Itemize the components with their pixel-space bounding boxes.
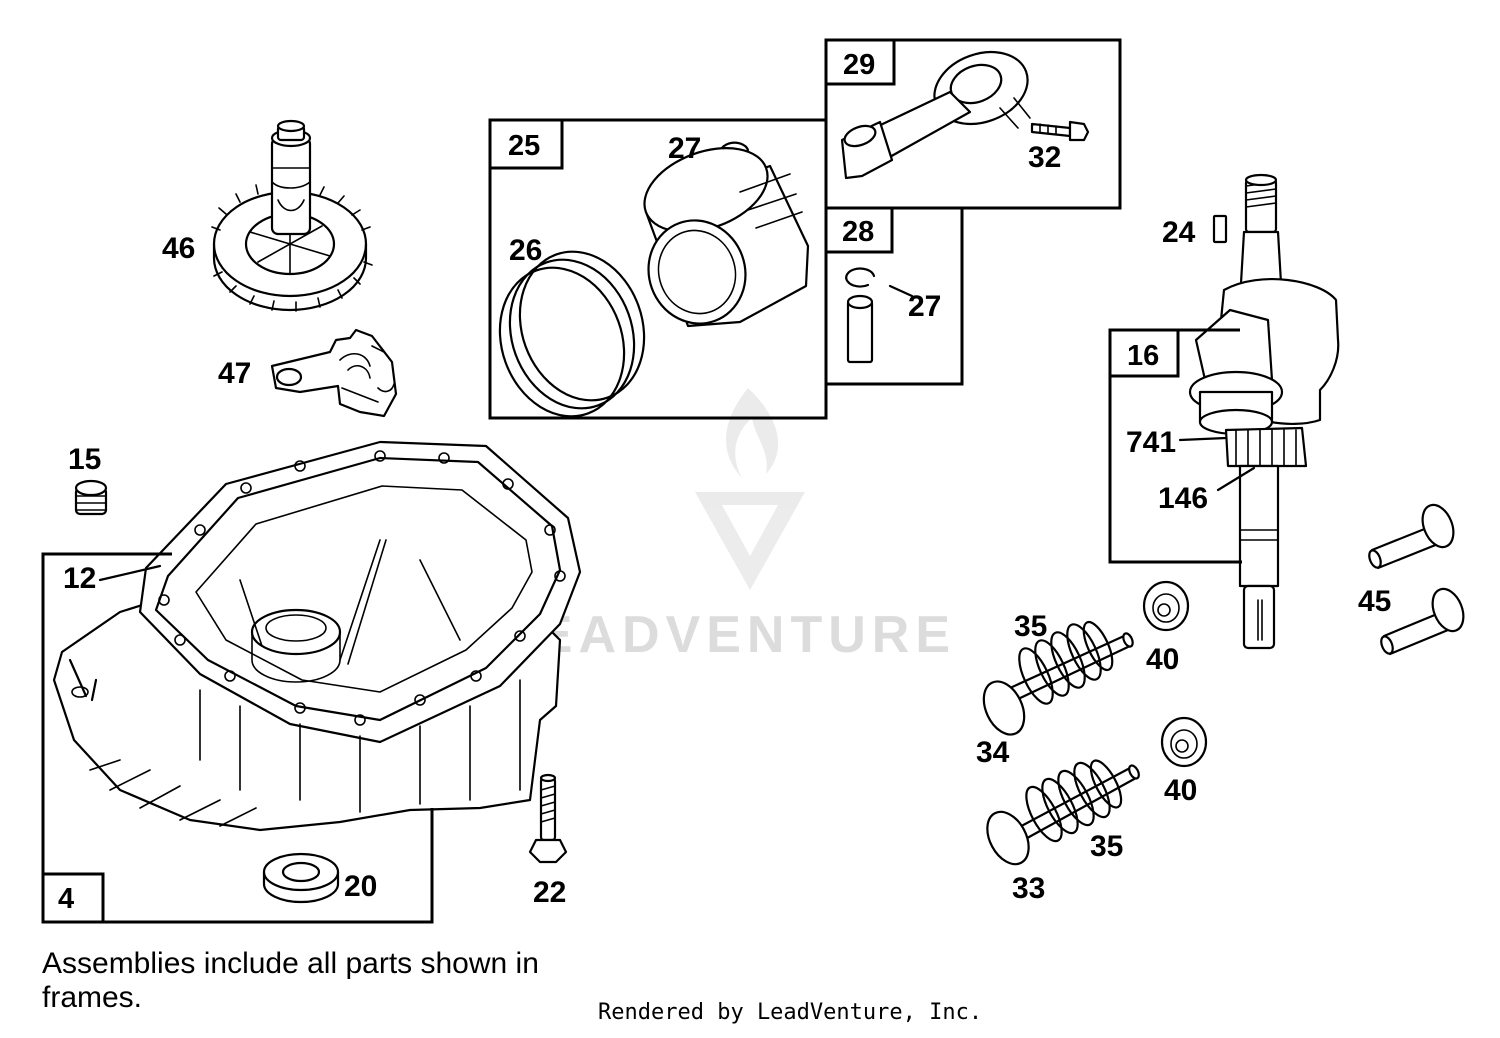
frame-4: 4: [41, 552, 434, 924]
label-part-27-piston: 27: [668, 132, 701, 165]
crankshaft-part: [1188, 173, 1340, 650]
valve-tappet-part-lower: [1380, 587, 1465, 656]
label-part-741: 741: [1126, 426, 1176, 459]
release-bracket-part: [270, 328, 398, 418]
label-part-46: 46: [162, 232, 195, 265]
rod-screw-part: [1030, 120, 1090, 142]
frame-25: 25: [488, 118, 828, 420]
cam-gear-part: [211, 119, 373, 312]
label-part-24: 24: [1162, 216, 1196, 249]
label-part-15: 15: [68, 443, 101, 476]
label-part-32: 32: [1028, 141, 1061, 174]
valve-retainer-part-upper: [1142, 580, 1190, 632]
label-part-146: 146: [1158, 482, 1208, 515]
label-part-20: 20: [344, 870, 377, 903]
frame-29: 29: [824, 38, 1122, 210]
label-part-47: 47: [218, 357, 251, 390]
connecting-rod-part: [840, 50, 1031, 180]
frame-16-number: 16: [1127, 340, 1159, 372]
label-part-35-lower: 35: [1090, 830, 1123, 863]
frame-28: 28: [824, 206, 964, 386]
valve-tappet-part-upper: [1368, 503, 1455, 570]
label-part-33: 33: [1012, 872, 1045, 905]
frame-28-number: 28: [842, 216, 874, 248]
label-part-12: 12: [63, 562, 96, 595]
frame-25-number: 25: [508, 130, 540, 162]
label-part-26: 26: [509, 234, 542, 267]
watermark-text: LEADVENTURE: [500, 606, 956, 664]
watermark-logo: [695, 388, 805, 590]
valve-spring-assembly-upper: [982, 620, 1134, 736]
piston-rings-part: [498, 250, 646, 418]
frame-16: 16: [1108, 328, 1242, 564]
label-part-27-pin: 27: [908, 290, 941, 323]
valve-retainer-part-lower: [1160, 716, 1208, 768]
bolt-part: [528, 773, 568, 864]
label-part-35-upper: 35: [1014, 610, 1047, 643]
piston-part: [643, 147, 810, 328]
oil-seal-part: [262, 852, 340, 904]
assembly-note: Assemblies include all parts shown in fr…: [42, 947, 539, 1014]
label-part-34: 34: [976, 736, 1010, 769]
label-part-45: 45: [1358, 585, 1391, 618]
valve-spring-assembly-lower: [986, 759, 1140, 866]
sump-crankcase-part: [52, 440, 582, 832]
label-part-40-upper: 40: [1146, 643, 1179, 676]
plug-part: [74, 479, 108, 516]
piston-pin-part: [845, 267, 876, 364]
label-part-40-lower: 40: [1164, 774, 1197, 807]
leader-lines: [98, 284, 1256, 582]
render-credit: Rendered by LeadVenture, Inc.: [598, 1000, 983, 1025]
label-part-22: 22: [533, 876, 566, 909]
frame-29-number: 29: [843, 49, 875, 81]
frame-4-number: 4: [58, 883, 74, 915]
